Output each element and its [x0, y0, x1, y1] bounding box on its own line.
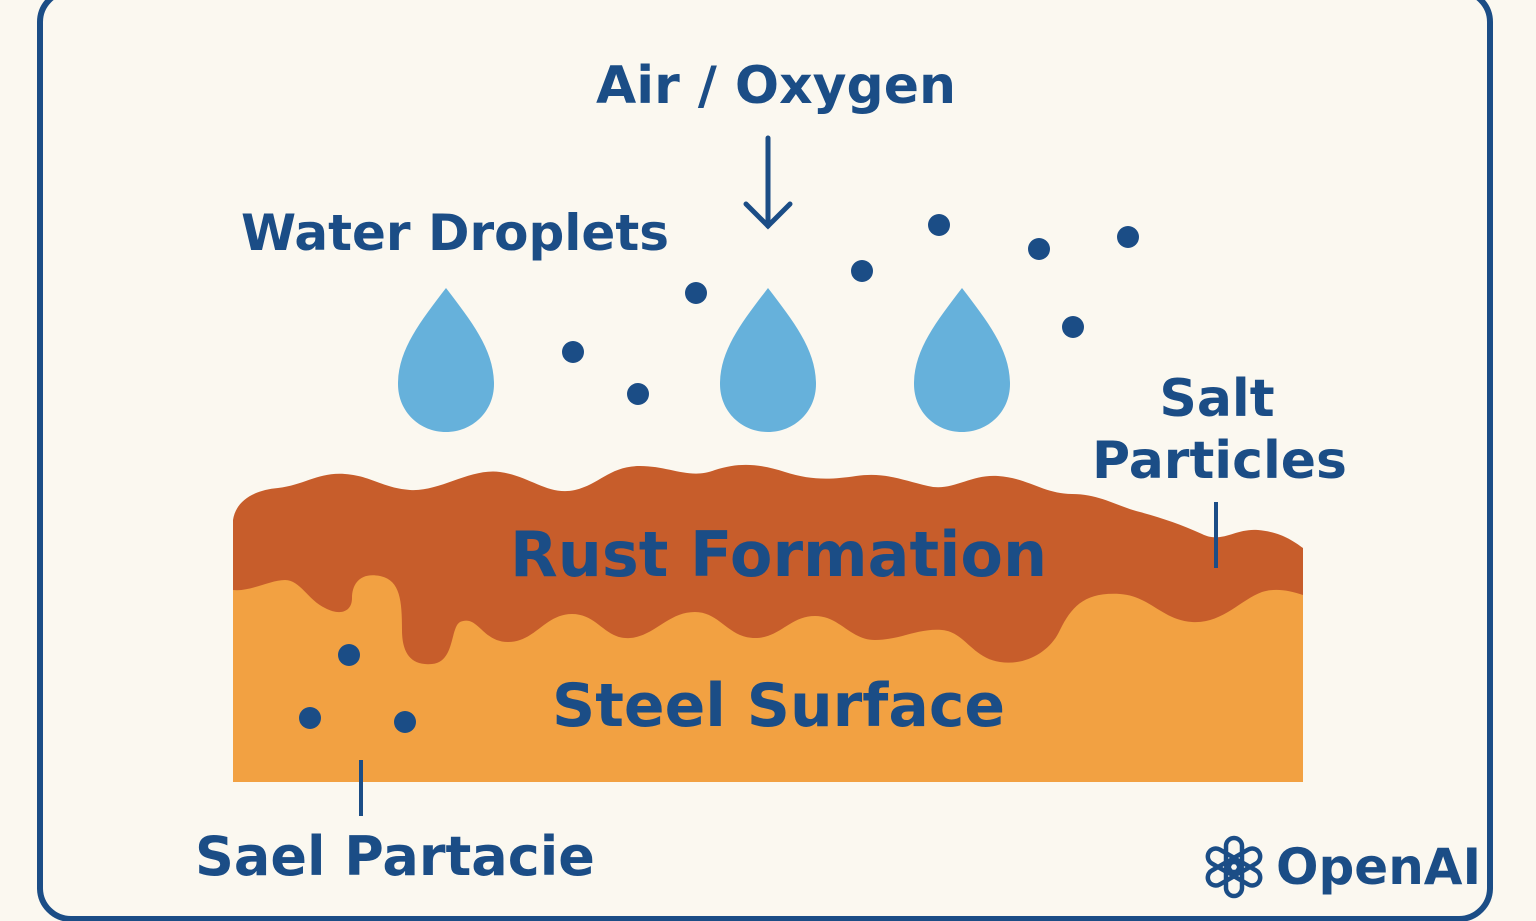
- salt-particles-label: Salt Particles: [1092, 368, 1347, 493]
- water-droplet-icon: [914, 288, 1010, 432]
- salt-particle-icon: [1062, 316, 1084, 338]
- water-droplet-icon: [398, 288, 494, 432]
- steel-surface-label: Steel Surface: [552, 671, 1006, 741]
- salt-particle-icon: [851, 260, 873, 282]
- salt-particle-icon: [562, 341, 584, 363]
- openai-knot-icon: [1205, 835, 1263, 899]
- salt-particle-icon: [338, 644, 360, 666]
- openai-logo-text: OpenAI: [1276, 838, 1482, 896]
- rust-formation-layer: [233, 464, 1303, 665]
- salt-particle-icon: [299, 707, 321, 729]
- sael-partacie-label: Sael Partacie: [195, 825, 595, 888]
- salt-particle-icon: [1028, 238, 1050, 260]
- salt-particle-icon: [394, 711, 416, 733]
- diagram-frame: [37, 0, 1493, 921]
- salt-particle-icon: [685, 282, 707, 304]
- salt-particles-label-line2: Particles: [1092, 431, 1347, 492]
- water-droplets-label: Water Droplets: [241, 204, 670, 262]
- salt-particles-label-line1: Salt: [1159, 369, 1275, 429]
- salt-particle-icon: [627, 383, 649, 405]
- air-oxygen-label: Air / Oxygen: [596, 56, 957, 116]
- salt-particle-icon: [928, 214, 950, 236]
- salt-particle-icon: [1117, 226, 1139, 248]
- water-droplet-icon: [720, 288, 816, 432]
- rust-formation-label: Rust Formation: [510, 518, 1048, 591]
- openai-logo: OpenAI: [1200, 832, 1481, 902]
- down-arrow-icon: [743, 135, 793, 230]
